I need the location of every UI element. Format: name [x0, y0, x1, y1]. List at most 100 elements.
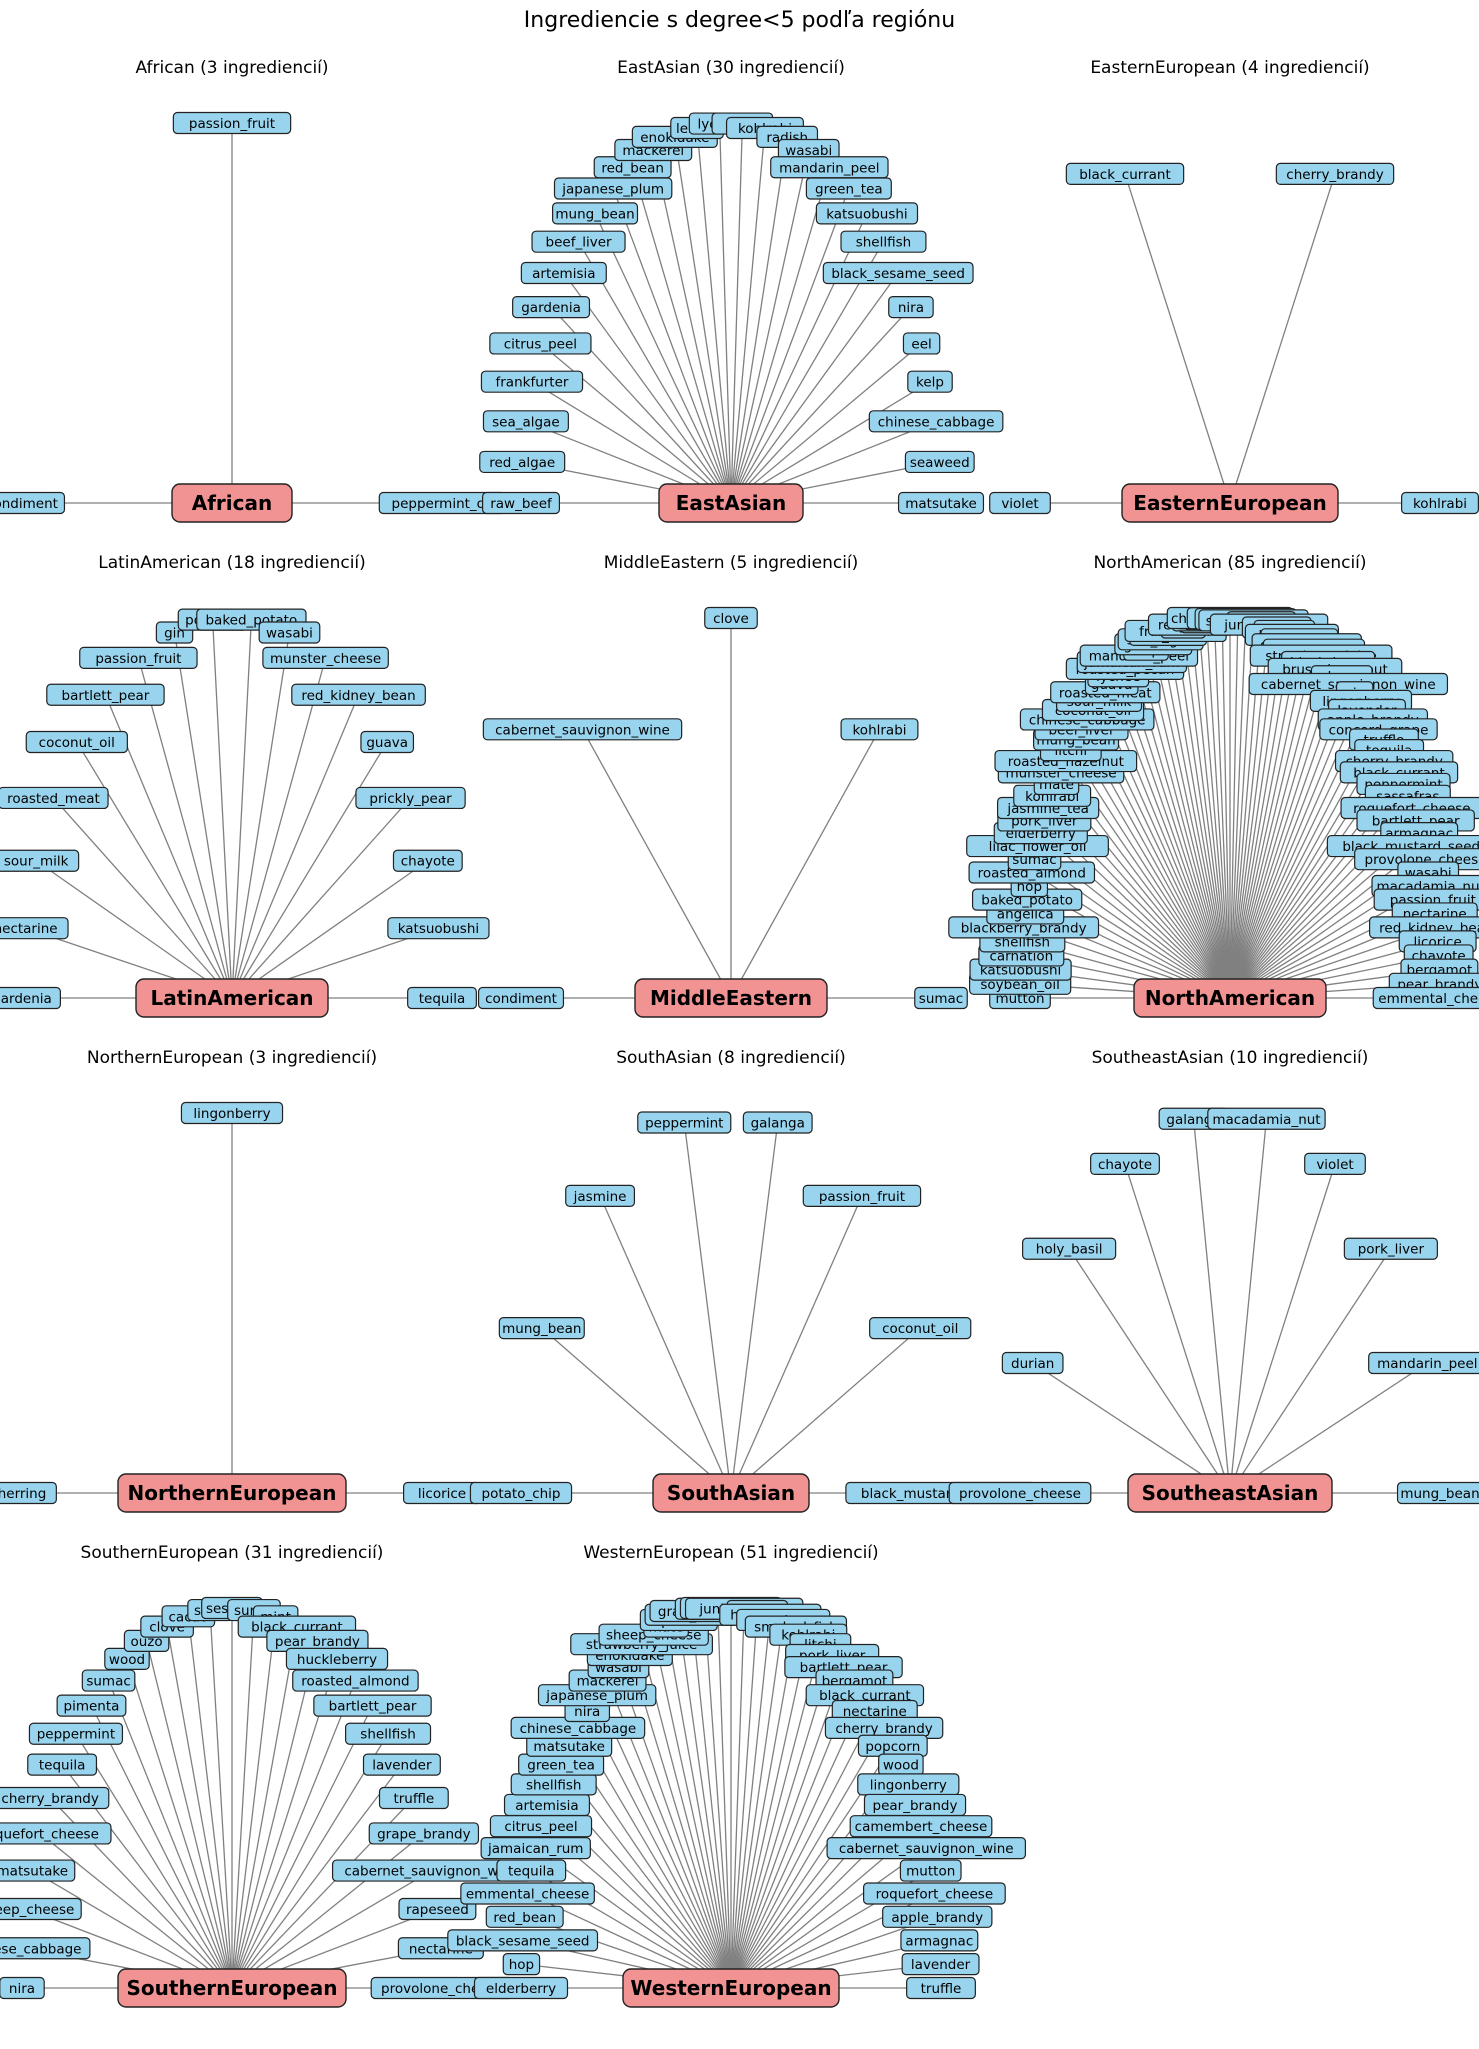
ingredient-node: pear_brandy: [863, 1793, 967, 1817]
ingredient-label: durian: [1011, 1356, 1054, 1372]
edge: [535, 1847, 732, 1989]
ingredient-node: durian: [1001, 1351, 1064, 1375]
edges: [22, 1113, 442, 1494]
ingredient-label: cabernet_sauvignon_wine: [344, 1864, 519, 1880]
ingredient-box: [0, 491, 66, 515]
ingredient-label: camembert_cheese: [855, 1819, 988, 1835]
ingredient-box: [489, 332, 592, 355]
ingredient-nodes: nirachinese_cabbagesheep_cheesematsutake…: [0, 1596, 532, 2000]
edge: [35, 860, 233, 999]
edge: [231, 657, 327, 999]
ingredient-node: green_tea: [518, 1753, 605, 1776]
ingredient-box: [948, 1481, 1092, 1505]
edge: [1152, 644, 1231, 999]
ingredient-label: mutton: [995, 991, 1044, 1007]
ingredient-label: soybean_oil: [980, 977, 1060, 993]
ingredient-label: peppermint: [645, 1116, 723, 1132]
ingredient-node: chayote: [392, 849, 463, 872]
edge: [586, 1710, 732, 1989]
ingredient-box: [0, 1481, 57, 1505]
edge: [107, 1680, 233, 1989]
edge: [1160, 639, 1231, 999]
region-node: NorthAmerican: [1133, 978, 1327, 1018]
ingredient-node: condiment: [0, 491, 66, 515]
ingredient-label: pear_brandy: [873, 1798, 958, 1814]
ingredient-node: artemisia: [503, 1793, 591, 1817]
ingredient-label: roasted_almond: [301, 1674, 409, 1690]
edge: [1229, 634, 1293, 999]
ingredient-box: [345, 1722, 432, 1745]
ingredient-node: clove: [704, 606, 758, 630]
ingredient-node: holy_basil: [1022, 1237, 1117, 1260]
ingredient-box: [172, 111, 292, 135]
ingredient-label: violet: [1316, 1157, 1353, 1173]
ingredient-label: clove: [713, 611, 749, 627]
ingredient-node: raw_beef: [482, 491, 561, 515]
ingredient-box: [849, 1815, 993, 1838]
ingredient-label: citrus_peel: [504, 1819, 577, 1835]
edge: [75, 1733, 233, 1989]
ingredient-label: munster_cheese: [270, 651, 381, 667]
ingredient-node: baked_potato: [971, 888, 1083, 911]
panel-SoutheastAsian: SoutheastAsian (10 ingrediencií)provolon…: [948, 1048, 1479, 1513]
edge: [76, 741, 233, 999]
panel-African: African (3 ingrediencií)condimentpassion…: [0, 58, 506, 523]
ingredient-box: [869, 1317, 972, 1340]
ingredient-node: chayote: [1090, 1152, 1160, 1176]
ingredient-box: [551, 202, 639, 225]
ingredient-label: cherry_brandy: [1, 1791, 98, 1807]
ingredient-node: chinese_cabbage: [510, 1716, 646, 1739]
ingredient-node: cabernet_sauvignon_wine: [331, 1859, 532, 1882]
ingredient-box: [398, 1897, 477, 1921]
ingredient-box: [512, 295, 591, 319]
ingredient-label: lingonberry: [870, 1777, 947, 1793]
ingredient-label: black_sesame_seed: [456, 1933, 590, 1949]
ingredient-box: [496, 1859, 567, 1882]
ingredient-label: mung_bean: [502, 1321, 581, 1337]
ingredient-label: roquefort_cheese: [0, 1826, 99, 1842]
ingredient-label: jamaican_rum: [487, 1841, 583, 1857]
ingredient-node: herring: [0, 1481, 57, 1505]
ingredient-label: coconut_oil: [39, 735, 115, 751]
ingredient-box: [460, 1882, 595, 1905]
region-node: NorthernEuropean: [117, 1473, 347, 1513]
ingredient-label: kohlrabi: [852, 722, 906, 738]
ingredient-box: [1275, 162, 1395, 186]
ingredient-label: hop: [509, 1957, 534, 1973]
edge: [541, 1327, 732, 1494]
ingredient-label: black_sesame_seed: [831, 266, 965, 282]
edge: [674, 136, 732, 504]
ingredient-node: jamaican_rum: [480, 1837, 591, 1860]
edge: [563, 272, 732, 504]
ingredient-label: prickly_pear: [369, 791, 452, 807]
edge: [1167, 634, 1231, 999]
ingredient-label: red_algae: [489, 455, 555, 471]
ingredient-label: nectarine: [0, 921, 58, 937]
ingredient-node: grape_brandy: [368, 1822, 480, 1845]
ingredient-label: elderberry: [486, 1981, 556, 1997]
ingredient-box: [482, 491, 561, 515]
region-node: EastAsian: [658, 483, 804, 523]
ingredient-box: [482, 410, 569, 433]
edges: [22, 619, 442, 999]
edge: [730, 1327, 921, 1494]
ingredient-label: eel: [911, 336, 931, 352]
ingredient-label: red_bean: [493, 1910, 556, 1926]
ingredient-label: pear_brandy: [275, 1634, 360, 1650]
ingredient-box: [520, 261, 607, 285]
region-node: SouthernEuropean: [117, 1968, 347, 2008]
ingredient-label: mutton: [906, 1864, 955, 1880]
region-node: LatinAmerican: [135, 978, 329, 1018]
ingredient-node: shellfish: [840, 230, 927, 253]
region-label: MiddleEastern: [650, 986, 812, 1010]
ingredient-node: japanese_plum: [553, 177, 673, 200]
ingredient-label: baked_potato: [981, 893, 1073, 909]
edge: [231, 1626, 298, 1989]
ingredient-node: frankfurter: [480, 370, 584, 393]
ingredient-node: condiment: [477, 986, 565, 1010]
ingredient-node: pimenta: [56, 1694, 127, 1717]
edge: [231, 1705, 374, 1989]
ingredient-box: [826, 1837, 1027, 1860]
ingredient-node: lingonberry: [857, 1773, 960, 1796]
ingredient-label: sheep_cheese: [0, 1902, 74, 1918]
